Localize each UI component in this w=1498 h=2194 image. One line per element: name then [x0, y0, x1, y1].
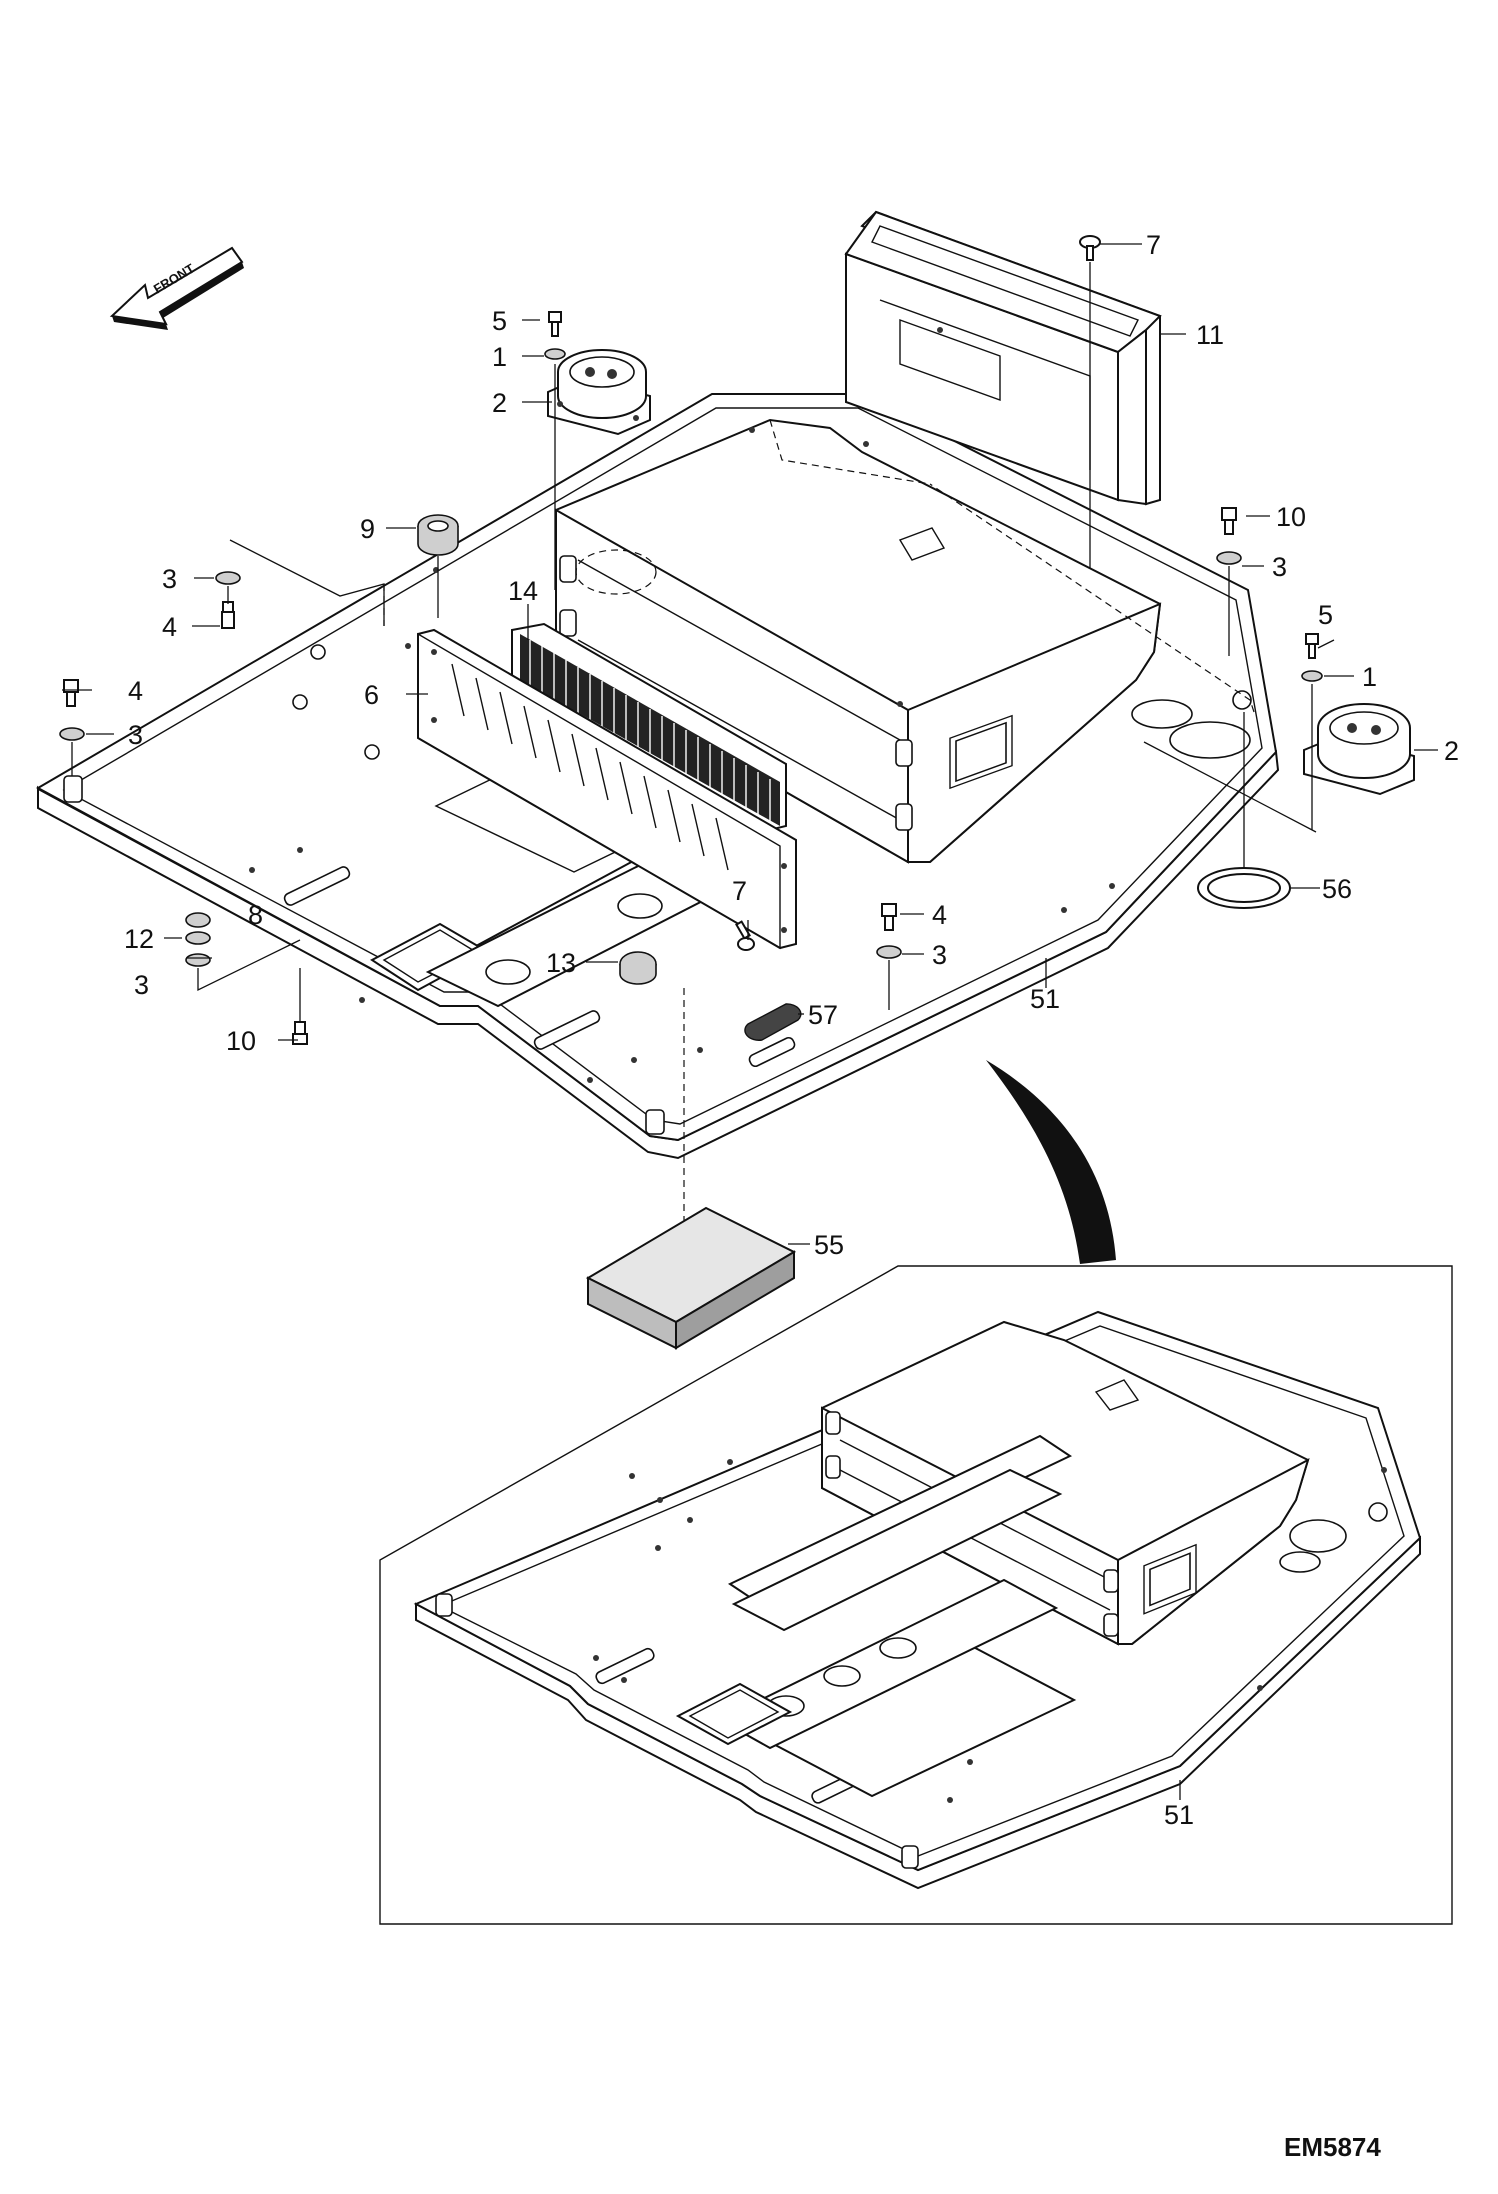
bolt-10a — [1221, 507, 1237, 535]
callout-4: 4 — [932, 900, 947, 930]
callout-10: 10 — [1276, 502, 1306, 532]
callout-7: 7 — [1146, 230, 1161, 260]
callout-51: 51 — [1164, 1800, 1194, 1830]
air-duct-11 — [844, 210, 1162, 506]
callout-5: 5 — [1318, 600, 1333, 630]
washer-3d — [185, 953, 211, 967]
callout-4: 4 — [128, 676, 143, 706]
callout-14: 14 — [508, 576, 538, 606]
bolt-5b — [1305, 633, 1319, 659]
callout-55: 55 — [814, 1230, 844, 1260]
callout-56: 56 — [1322, 874, 1352, 904]
mount-2-left — [547, 349, 651, 436]
callout-5: 5 — [492, 306, 507, 336]
radiator-14 — [511, 622, 787, 836]
control-box-upper — [555, 418, 1162, 864]
callout-3: 3 — [932, 940, 947, 970]
washer-3c — [1216, 551, 1242, 565]
assembly-lines — [71, 262, 1317, 1250]
leader-lines — [62, 243, 1438, 1800]
callout-51: 51 — [1030, 984, 1060, 1014]
callout-7: 7 — [732, 876, 747, 906]
washer-3a — [215, 571, 241, 585]
callout-3: 3 — [1272, 552, 1287, 582]
washer-3e — [876, 945, 902, 959]
nut-8 — [185, 931, 211, 945]
grommet-13 — [619, 951, 657, 985]
bolt-10b — [292, 1021, 308, 1045]
callout-12: 12 — [124, 924, 154, 954]
callout-1: 1 — [1362, 662, 1377, 692]
bolt-7b — [735, 920, 755, 951]
grommet-9 — [417, 514, 459, 556]
mount-2-right — [1303, 703, 1415, 796]
o-ring-56 — [1197, 867, 1291, 909]
washer-1b — [1301, 670, 1323, 682]
nut-12 — [185, 912, 211, 928]
callout-57: 57 — [808, 1000, 838, 1030]
washer-1a — [544, 348, 566, 360]
floor-plate-lower — [413, 1310, 1422, 1890]
callout-labels: 5 1 2 9 3 4 14 4 6 3 7 11 10 3 5 1 2 56 … — [124, 230, 1459, 1830]
front-arrow-icon: FRONT — [109, 246, 244, 330]
callout-9: 9 — [360, 514, 375, 544]
plug-57 — [744, 1003, 802, 1041]
callout-2: 2 — [1444, 736, 1459, 766]
callout-4: 4 — [162, 612, 177, 642]
callout-11: 11 — [1196, 320, 1224, 350]
callout-1: 1 — [492, 342, 507, 372]
washer-3b — [59, 727, 85, 741]
callout-3: 3 — [134, 970, 149, 1000]
callout-3: 3 — [128, 720, 143, 750]
detail-pointer-arrow — [986, 1060, 1116, 1264]
callout-6: 6 — [364, 680, 379, 710]
bolt-4b — [63, 679, 79, 707]
callout-8: 8 — [248, 900, 263, 930]
callout-3: 3 — [162, 564, 177, 594]
callout-13: 13 — [546, 948, 576, 978]
detail-inset — [379, 1265, 1453, 1925]
louver-panel-6 — [417, 628, 797, 950]
insulation-pad-55 — [585, 1206, 797, 1350]
drawing-code: EM5874 — [1284, 2132, 1381, 2162]
bolt-7a — [1079, 235, 1101, 261]
bolt-5a — [548, 311, 562, 337]
bolt-4a — [221, 601, 235, 629]
callout-10: 10 — [226, 1026, 256, 1056]
callout-2: 2 — [492, 388, 507, 418]
bolt-4c — [881, 903, 897, 931]
